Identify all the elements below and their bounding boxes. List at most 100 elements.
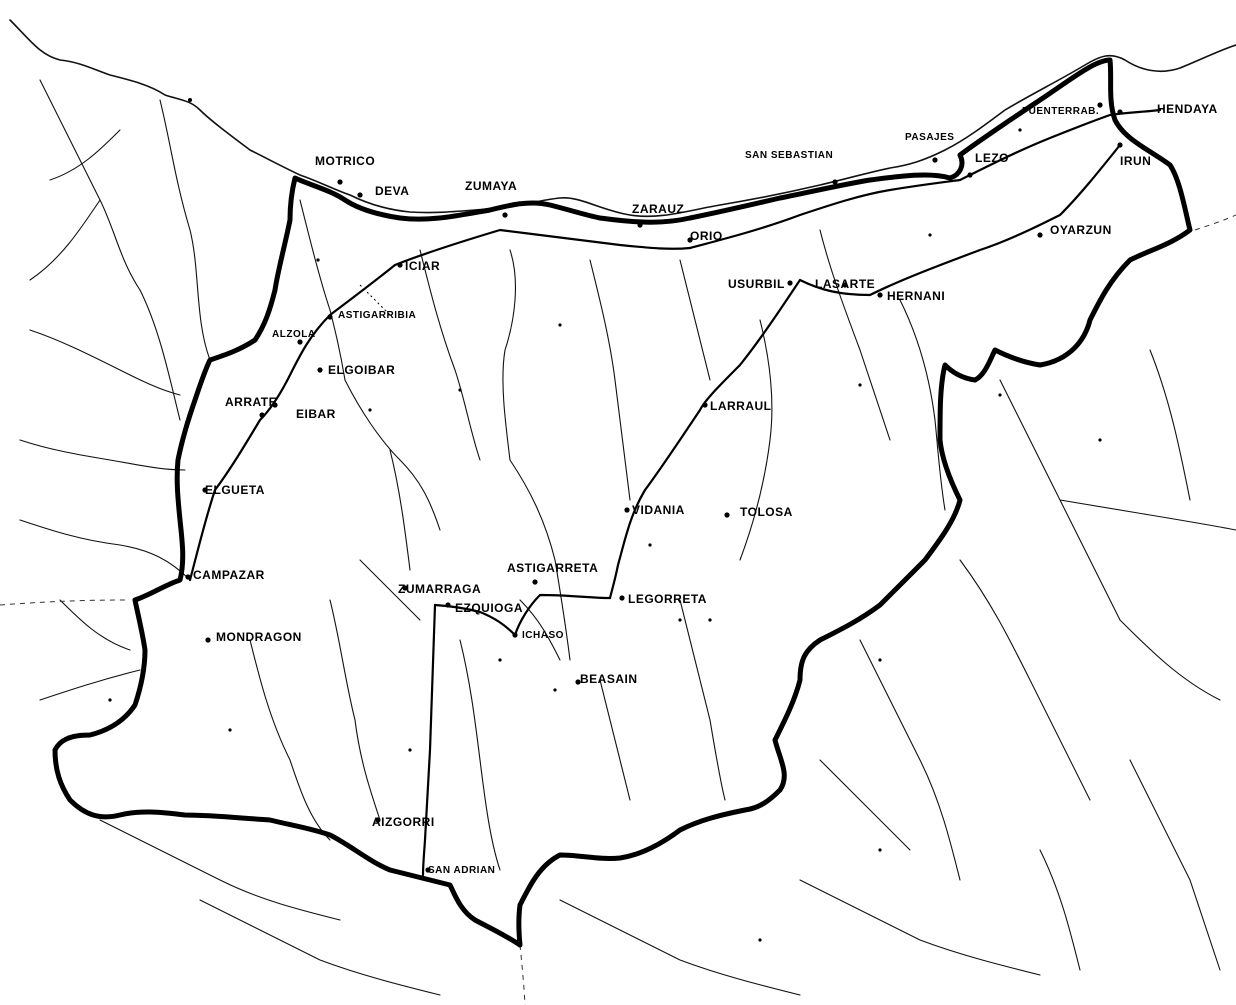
town-elgoibar: ELGOIBAR — [317, 363, 395, 377]
town-marker — [842, 282, 848, 288]
town-marker — [637, 222, 643, 228]
town-irun: IRUN — [1117, 142, 1151, 168]
town-aizgorri: AIZGORRI — [372, 815, 435, 829]
town-label: BEASAIN — [580, 672, 638, 686]
town-label: ASTIGARRETA — [507, 561, 598, 575]
town-arrate: ARRATE — [225, 395, 278, 409]
town-label: HERNANI — [887, 289, 945, 303]
town-marker — [967, 172, 973, 178]
town-marker — [202, 487, 208, 493]
town-label: ORIO — [690, 229, 723, 243]
town-campazar: CAMPAZAR — [185, 568, 264, 582]
town-marker — [205, 637, 211, 643]
province-border — [52, 57, 1193, 948]
town-label: ZARAUZ — [632, 202, 684, 216]
town-elgueta: ELGUETA — [202, 483, 265, 497]
town-label: LARRAUL — [710, 399, 772, 413]
coastline — [9, 19, 1236, 218]
town-marker — [375, 817, 381, 823]
town-beasain: BEASAIN — [575, 672, 637, 686]
town-tolosa: TOLOSA — [724, 505, 792, 519]
town-label: MOTRICO — [315, 154, 375, 168]
town-eibar: EIBAR — [259, 407, 335, 421]
town-marker — [877, 292, 883, 298]
town-legorreta: LEGORRETA — [619, 592, 706, 606]
town-label: SAN ADRIAN — [428, 865, 495, 876]
town-label: ALZOLA — [272, 329, 316, 340]
town-marker — [272, 402, 278, 408]
town-marker — [687, 237, 693, 243]
town-label: MONDRAGON — [216, 630, 302, 644]
town-hendaya: HENDAYA — [1117, 102, 1217, 116]
river-network — [19, 79, 1236, 996]
town-pasajes: PASAJES — [905, 132, 954, 163]
town-label: EIBAR — [296, 407, 336, 421]
town-marker — [624, 507, 630, 513]
town-label: ZUMARRAGA — [398, 582, 481, 596]
town-marker — [619, 595, 625, 601]
town-motrico: MOTRICO — [315, 154, 375, 185]
elevation-markers — [108, 98, 1102, 942]
town-marker — [787, 280, 793, 286]
town-label: ELGOIBAR — [328, 363, 395, 377]
town-marker — [297, 339, 303, 345]
town-marker — [1037, 232, 1043, 238]
town-marker — [317, 367, 323, 373]
town-label: AIZGORRI — [372, 815, 435, 829]
town-marker — [327, 314, 333, 320]
town-lezo: LEZO — [967, 151, 1009, 178]
town-orio: ORIO — [687, 229, 722, 243]
town-label: ELGUETA — [205, 483, 265, 497]
town-astigarribia: ASTIGARRIBIA — [327, 310, 416, 321]
town-zumarraga: ZUMARRAGA — [398, 582, 481, 596]
town-label: ICHASO — [522, 630, 564, 641]
town-label: HENDAYA — [1157, 102, 1218, 116]
town-marker — [397, 262, 403, 268]
town-marker — [512, 632, 518, 638]
town-label: EZQUIOGA — [455, 601, 523, 615]
town-zarauz: ZARAUZ — [632, 202, 684, 228]
town-label: USURBIL — [728, 277, 785, 291]
town-label: IRUN — [1120, 154, 1151, 168]
town-mondragon: MONDRAGON — [205, 630, 301, 644]
town-marker — [402, 585, 408, 591]
town-hernani: HERNANI — [877, 289, 945, 303]
town-marker — [425, 867, 431, 873]
town-label: LASARTE — [815, 277, 875, 291]
town-marker — [575, 679, 581, 685]
town-marker — [724, 512, 730, 518]
town-label: ARRATE — [225, 395, 277, 409]
town-label: TOLOSA — [740, 505, 793, 519]
town-marker — [445, 602, 451, 608]
town-marker — [502, 212, 508, 218]
town-san-sebastian: SAN SEBASTIAN — [745, 150, 838, 185]
dashed-boundaries — [0, 214, 1236, 1005]
town-label: LEZO — [975, 151, 1009, 165]
town-label: FUENTERRAB. — [1022, 106, 1099, 117]
town-marker — [702, 402, 708, 408]
town-oyarzun: OYARZUN — [1037, 223, 1111, 238]
town-lasarte: LASARTE — [815, 277, 875, 291]
town-marker — [337, 179, 343, 185]
town-label: DEVA — [375, 184, 409, 198]
town-marker — [832, 179, 838, 185]
town-fuenterrabia: FUENTERRAB. — [1022, 102, 1103, 117]
town-astigarreta: ASTIGARRETA — [507, 561, 598, 585]
town-marker — [357, 192, 363, 198]
town-marker — [185, 574, 191, 580]
town-deva: DEVA — [357, 184, 409, 198]
town-marker — [1117, 109, 1123, 115]
town-marker — [1097, 102, 1103, 108]
town-san-adrian: SAN ADRIAN — [425, 865, 495, 876]
town-vidania: VIDANIA — [624, 503, 684, 517]
town-larraul: LARRAUL — [702, 399, 771, 413]
town-marker — [932, 157, 938, 163]
town-label: ZUMAYA — [465, 179, 517, 193]
town-label: SAN SEBASTIAN — [745, 150, 833, 161]
town-ichaso: ICHASO — [512, 630, 564, 641]
town-usurbil: USURBIL — [728, 277, 793, 291]
town-marker — [532, 579, 538, 585]
town-label: ICIAR — [405, 259, 440, 273]
